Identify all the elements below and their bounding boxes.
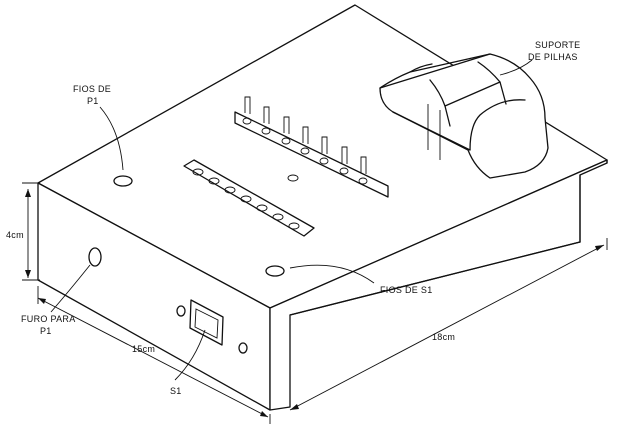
length-dimension [289,238,608,411]
p1-mount-hole [88,247,102,267]
p1-wires-label-1: FIOS DE [73,84,111,94]
terminal-strip-front [183,159,315,237]
p1-hole-label-2: P1 [40,326,52,336]
switch-label: S1 [170,386,182,396]
p1-hole-label-1: FURO PARA [21,314,76,324]
width-dimension [37,286,271,424]
p1-wires-leader [99,106,124,171]
s1-wire-hole [265,265,285,277]
p1-wires-label-2: P1 [87,96,99,106]
s1-wires-label: FIOS DE S1 [380,285,433,295]
terminal-strip [234,96,389,198]
battery-holder-label-2: DE PILHAS [528,52,578,62]
height-dimension [22,182,40,281]
battery-holder-label-1: SUPORTE [535,40,580,50]
switch-s1 [176,299,248,354]
box-inner-bottom-edge [289,241,581,316]
battery-holder [379,53,549,179]
length-label: 18cm [432,332,455,342]
battery-leader [499,59,533,76]
p1-wire-hole [113,175,133,187]
width-label: 15cm [132,344,155,354]
s1-wires-leader [289,264,375,284]
p1-hole-leader [50,264,91,313]
switch-leader [174,329,206,381]
height-label: 4cm [6,230,24,240]
